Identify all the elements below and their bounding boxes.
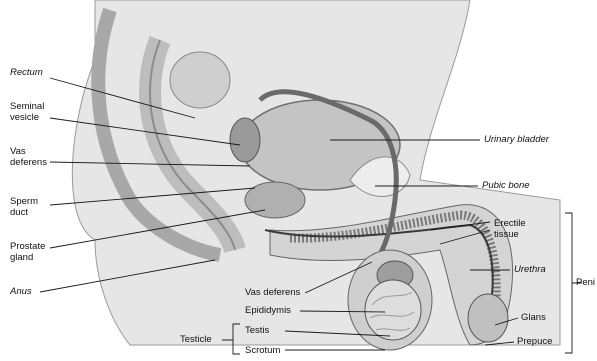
label-scrotum: Scrotum [245,345,280,356]
label-seminal-vesicle: Seminal vesicle [10,101,52,123]
label-rectum: Rectum [10,67,43,78]
label-urinary-bladder: Urinary bladder [484,134,549,145]
seminal-vesicle-shape [230,118,260,162]
label-pubic-bone: Pubic bone [482,180,530,191]
label-epididymis: Epididymis [245,305,291,316]
testis-shape [365,280,421,340]
label-glans: Glans [521,312,546,323]
label-vas-deferens-bottom: Vas deferens [245,287,300,298]
label-testis: Testis [245,325,269,336]
label-erectile-tissue: Erectile tissue [494,218,539,240]
label-penis: Peni [576,277,595,288]
glans-shape [468,294,508,342]
label-vas-deferens: Vas deferens [10,146,52,168]
label-testicle: Testicle [180,334,212,345]
label-prostate-gland: Prostate gland [10,241,52,263]
label-urethra: Urethra [514,264,546,275]
rectum-pouch [170,52,230,108]
label-anus: Anus [10,286,32,297]
prostate-shape [245,182,305,218]
label-prepuce: Prepuce [517,336,552,347]
label-sperm-duct: Sperm duct [10,196,46,218]
